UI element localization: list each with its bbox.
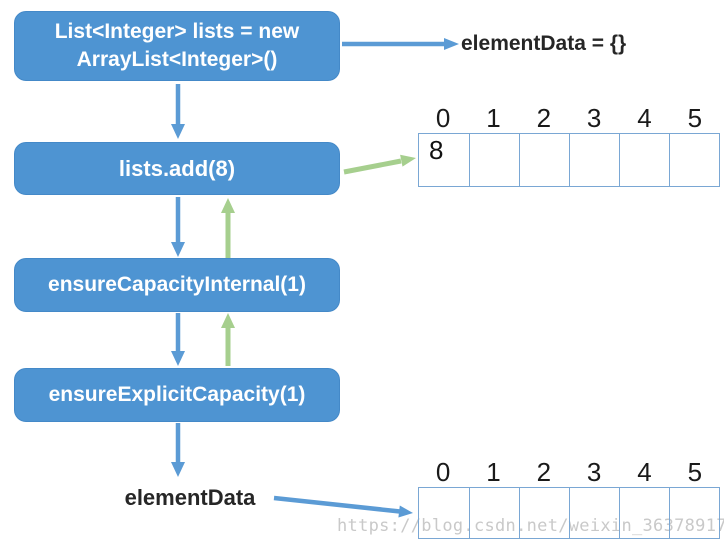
array-index: 1 [486,457,501,487]
top-array-cells: 8 [418,133,720,187]
elementdata-empty-label: elementData = {} [461,32,627,55]
arrow-box1-to-box2 [171,84,185,139]
array-index: 0 [435,457,451,487]
array-index: 2 [536,103,552,133]
flow-box-lists-add: lists.add(8) [14,142,340,195]
arrow-box1-to-elementdata [342,38,459,50]
flow-box-line: ArrayList<Integer>() [76,48,278,71]
array-index: 4 [637,103,652,133]
array-index: 5 [687,103,703,133]
arrow-box2-to-box3 [171,197,185,257]
top-array-index-row: 0 1 2 3 4 5 [418,104,720,133]
array-cell [469,134,519,186]
arrow-box4-return-box3 [221,313,235,366]
array-cell [519,488,569,538]
array-index: 2 [536,457,552,487]
elementdata-label: elementData [124,485,256,510]
arrow-box2-to-top-array [343,154,416,175]
array-cell [669,488,719,538]
array-cell [619,134,669,186]
array-cell [619,488,669,538]
arrow-elementdata-to-bottom-array [273,495,413,518]
array-cell [469,488,519,538]
flow-box-label: lists.add(8) [118,155,236,181]
flow-box-ensure-explicit-capacity: ensureExplicitCapacity(1) [14,368,340,422]
array-cell [519,134,569,186]
array-index: 1 [486,103,501,133]
bottom-array-cells [418,487,720,539]
array-index: 3 [586,103,602,133]
array-index: 4 [637,457,652,487]
array-cell [669,134,719,186]
flow-box-list-declaration: List<Integer> lists = new ArrayList<Inte… [14,11,340,81]
arrow-box3-return-box2 [221,198,235,258]
array-cell [419,488,469,538]
flow-box-label: ensureCapacityInternal(1) [48,273,306,296]
watermark-url: https://blog.csdn.net/weixin_36378917 [337,516,724,536]
arrow-box4-to-elementdata-label [171,423,185,477]
array-index: 3 [586,457,602,487]
top-array: 0 1 2 3 4 5 8 [418,104,720,187]
bottom-array: 0 1 2 3 4 5 [418,458,720,539]
array-cell: 8 [429,135,444,165]
flow-box-line: List<Integer> lists = new [54,20,300,43]
flow-box-label: ensureExplicitCapacity(1) [48,383,306,406]
bottom-array-index-row: 0 1 2 3 4 5 [418,458,720,487]
array-index: 5 [687,457,703,487]
array-cell [569,488,619,538]
array-cell [569,134,619,186]
arrow-box3-to-box4 [171,313,185,366]
array-index: 0 [435,103,451,133]
flow-box-ensure-capacity-internal: ensureCapacityInternal(1) [14,258,340,312]
